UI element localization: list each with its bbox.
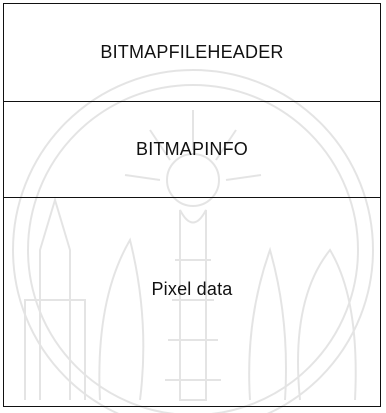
bitmapinfo-block: BITMAPINFO <box>4 102 380 198</box>
pixel-data-label: Pixel data <box>151 279 233 299</box>
bitmapfileheader-block: BITMAPFILEHEADER <box>4 4 380 102</box>
bitmap-file-structure-diagram: BITMAPFILEHEADER BITMAPINFO Pixel data <box>3 3 381 407</box>
bitmapinfo-label: BITMAPINFO <box>135 139 248 159</box>
pixel-data-block: Pixel data <box>4 198 380 405</box>
bitmapfileheader-label: BITMAPFILEHEADER <box>100 42 284 62</box>
